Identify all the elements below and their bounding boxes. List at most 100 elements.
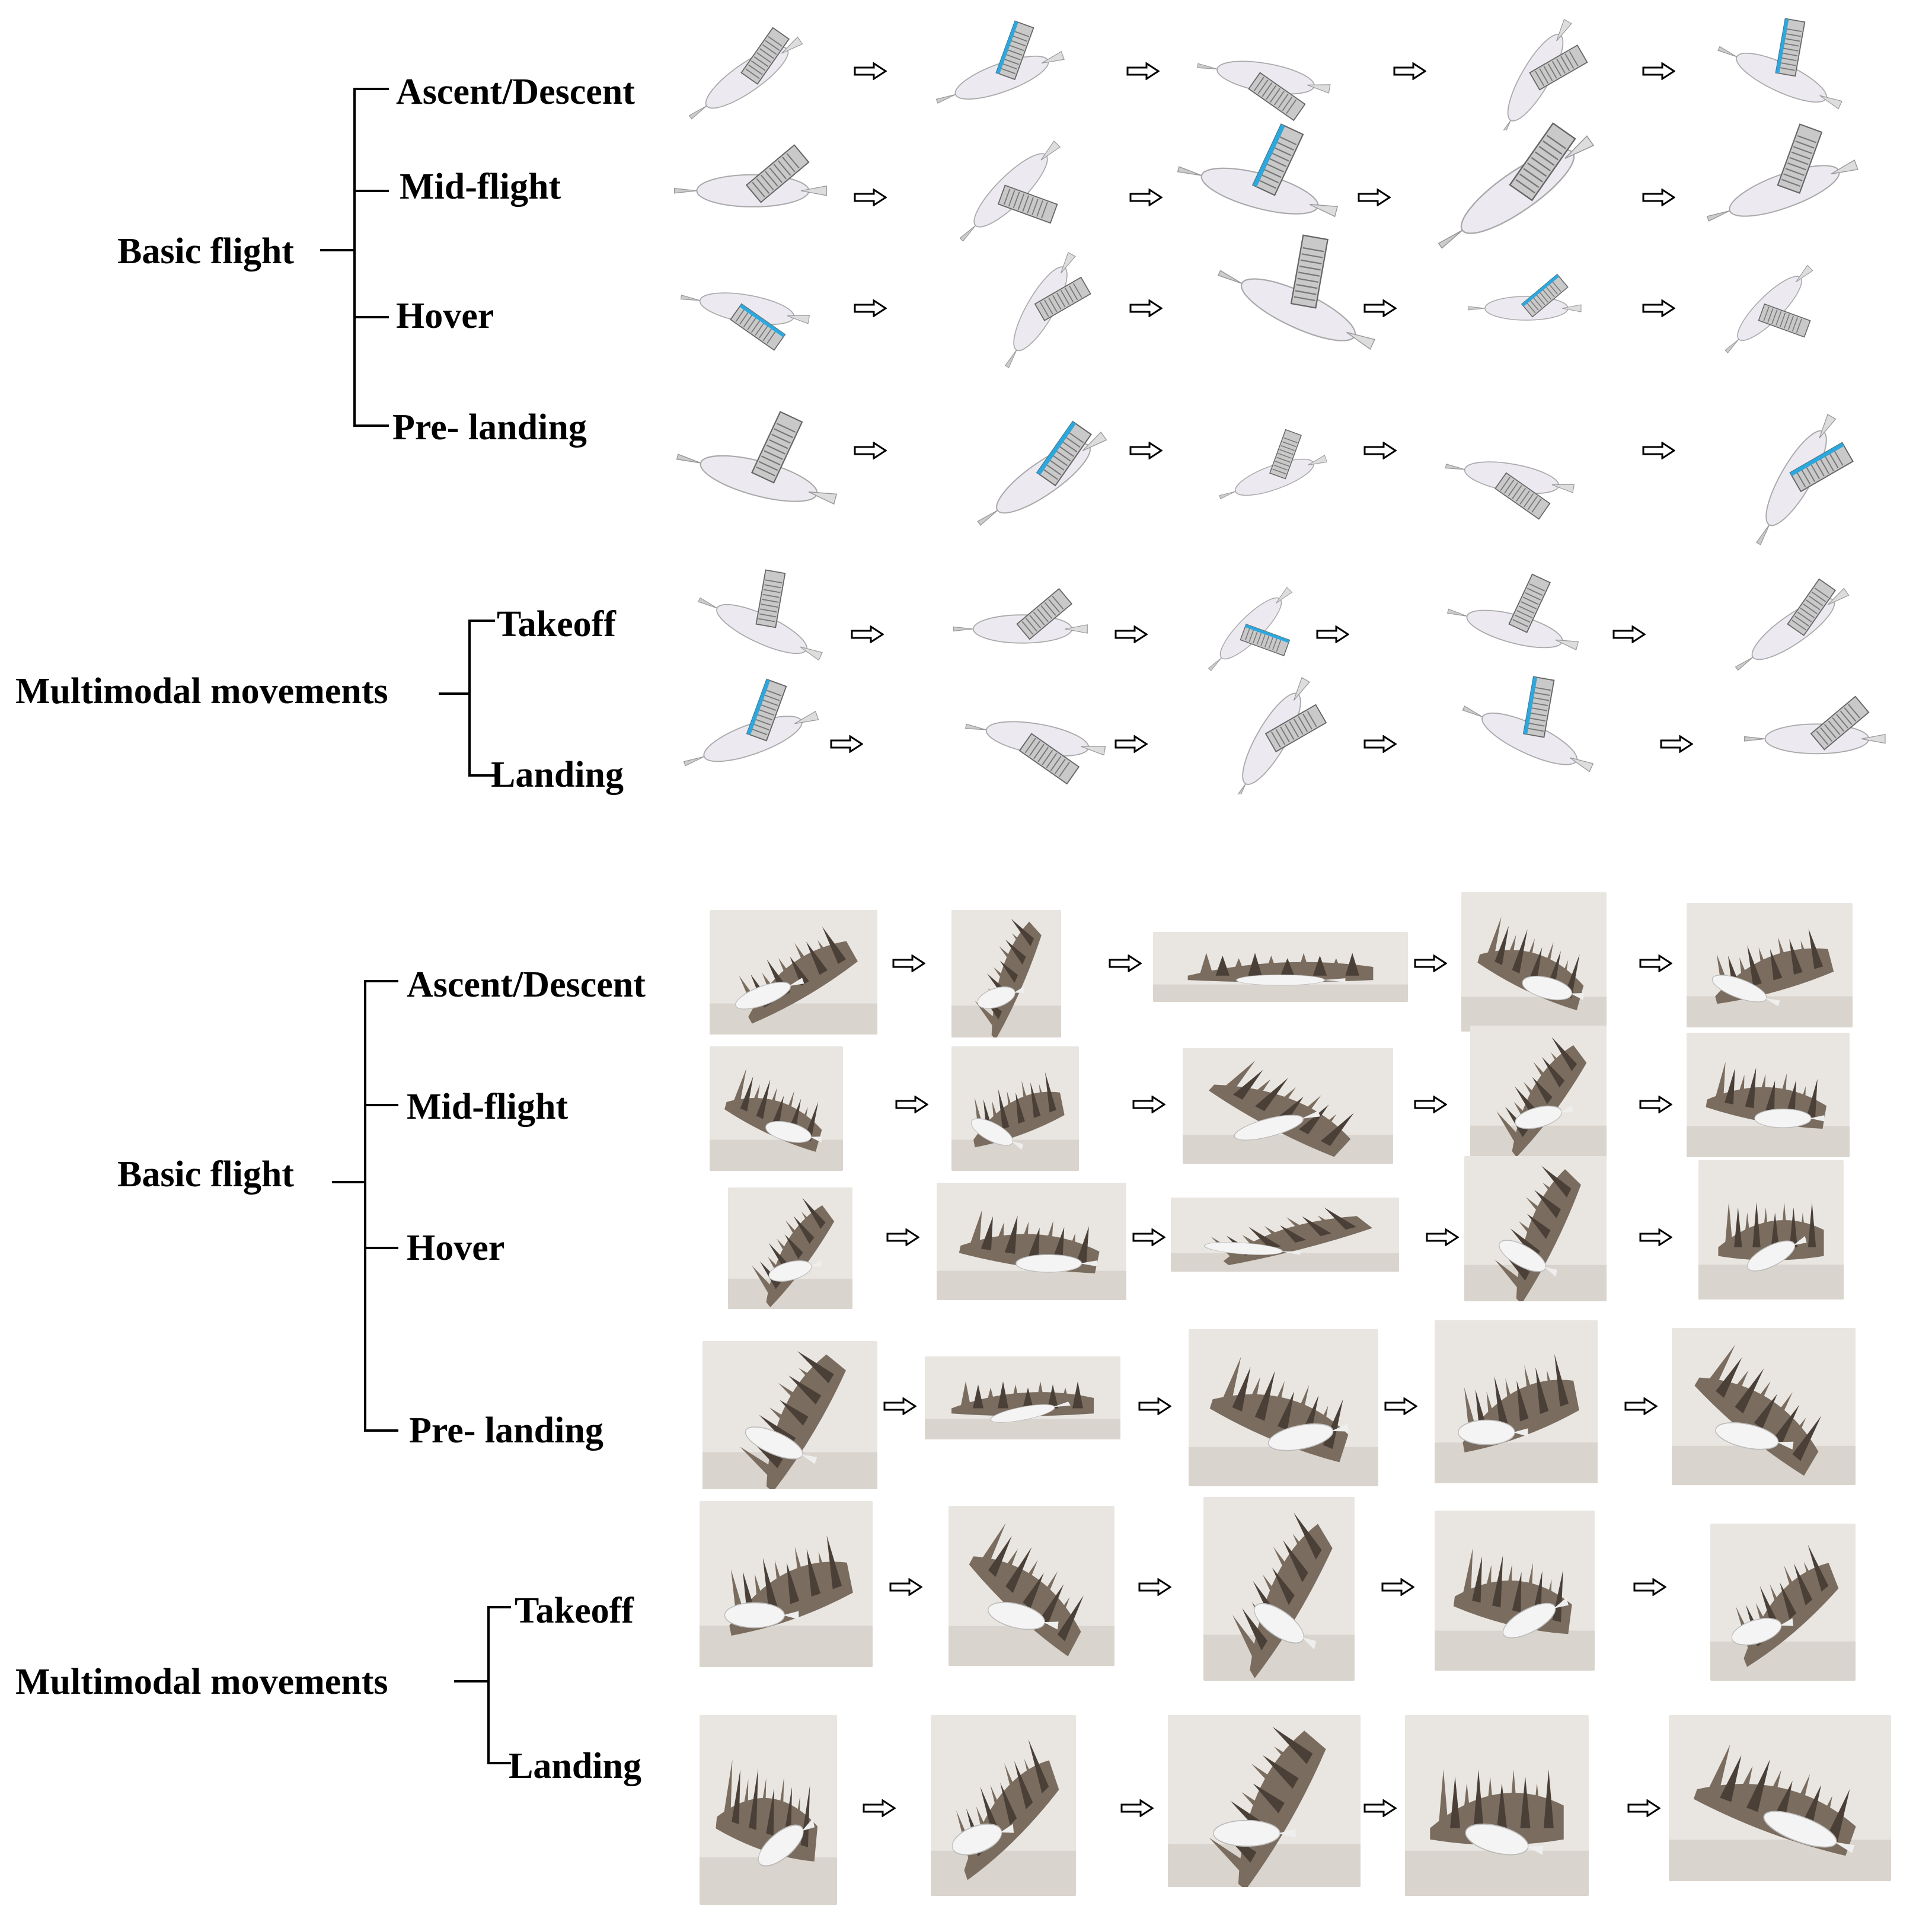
robot-photo-r3-f4 [1464,1156,1607,1301]
bottom-branch-hover [364,1247,398,1249]
bottom-group-basic-flight: Basic flight [117,1154,294,1195]
robot-photo-r5-f5 [1710,1524,1856,1681]
transition-arrow-icon [1384,1397,1417,1415]
robot-render-r1-f4 [1461,18,1610,130]
transition-arrow-icon [892,954,925,972]
robot-render-r1-f5 [1704,18,1858,130]
robot-render-r6-f5 [1713,676,1921,794]
transition-arrow-icon [1627,1799,1660,1817]
transition-arrow-icon [1612,625,1646,643]
bottom-basic-bracket [364,980,366,1431]
robot-render-r3-f4 [1467,231,1586,379]
robot-render-r2-f2 [940,110,1082,264]
robot-photo-r5-f4 [1435,1511,1595,1671]
robot-render-r3-f2 [972,231,1109,379]
transition-arrow-icon [1138,1578,1171,1596]
top-group-multimodal: Multimodal movements [15,671,388,711]
transition-arrow-icon [1126,62,1160,80]
transition-arrow-icon [1109,954,1142,972]
bottom-row-label-midflight: Mid-flight [407,1087,569,1127]
bottom-branch-prelanding [364,1429,398,1432]
top-multi-connector [439,692,468,695]
robot-photo-r1-f5 [1687,903,1853,1027]
transition-arrow-icon [895,1096,928,1113]
top-row-label-midflight: Mid-flight [400,167,561,207]
robot-render-r6-f1 [649,676,857,794]
top-branch-takeoff [468,620,495,622]
transition-arrow-icon [1414,954,1447,972]
robot-render-r3-f1 [679,231,815,379]
bottom-branch-landing [487,1762,511,1764]
transition-arrow-icon [1363,299,1397,317]
robot-photo-r1-f4 [1461,892,1607,1032]
transition-arrow-icon [1642,62,1675,80]
robot-photo-r3-f3 [1171,1198,1399,1272]
top-branch-mid [353,190,389,192]
transition-arrow-icon [854,189,887,206]
bottom-multi-bracket [487,1606,490,1763]
bottom-group-multimodal: Multimodal movements [15,1662,388,1702]
robot-photo-r2-f2 [951,1046,1079,1171]
robot-photo-r3-f2 [937,1183,1126,1300]
robot-render-r6-f3 [1186,676,1358,794]
robot-photo-r5-f2 [949,1506,1115,1666]
transition-arrow-icon [1642,299,1675,317]
robot-render-r3-f3 [1209,231,1387,379]
robot-photo-r6-f5 [1669,1715,1891,1881]
robot-render-r2-f1 [673,110,833,264]
bottom-branch-mid [364,1104,398,1106]
robot-render-r2-f3 [1174,110,1346,264]
robot-render-r5-f1 [661,569,863,682]
robot-render-r5-f2 [922,569,1123,682]
robot-photo-r1-f1 [710,910,877,1035]
bottom-row-label-prelanding: Pre- landing [409,1410,603,1451]
top-branch-ascent [353,88,389,90]
top-multi-bracket [468,620,471,775]
bottom-basic-connector [332,1181,365,1183]
robot-photo-r4-f5 [1672,1328,1856,1485]
transition-arrow-icon [1129,299,1163,317]
transition-arrow-icon [1132,1228,1165,1246]
robot-photo-r2-f5 [1687,1033,1850,1157]
robot-photo-r1-f2 [951,910,1061,1037]
robot-render-r4-f2 [963,391,1123,557]
robot-photo-r4-f2 [925,1356,1120,1439]
top-branch-landing [468,774,495,777]
robot-render-r2-f5 [1701,110,1867,264]
transition-arrow-icon [1660,735,1693,753]
robot-photo-r3-f1 [728,1187,852,1309]
bottom-branch-ascent [364,980,398,982]
transition-arrow-icon [1633,1578,1666,1596]
transition-arrow-icon [854,442,887,459]
bottom-row-label-landing: Landing [509,1746,642,1786]
transition-arrow-icon [1363,442,1397,459]
transition-arrow-icon [1115,625,1148,643]
robot-render-r6-f2 [943,676,1132,794]
top-row-label-ascent: Ascent/Descent [396,72,635,112]
robot-render-r1-f1 [673,18,821,130]
robot-photo-r4-f1 [702,1341,877,1489]
robot-render-r4-f1 [673,391,845,557]
top-group-basic-flight: Basic flight [117,231,294,272]
transition-arrow-icon [883,1397,916,1415]
robot-render-r5-f4 [1426,569,1604,682]
transition-arrow-icon [1363,1799,1397,1817]
transition-arrow-icon [1129,442,1163,459]
transition-arrow-icon [1358,189,1391,206]
transition-arrow-icon [1642,442,1675,459]
robot-photo-r6-f1 [700,1715,837,1905]
transition-arrow-icon [1132,1096,1165,1113]
robot-render-r1-f2 [928,18,1076,130]
robot-render-r6-f4 [1417,676,1642,794]
transition-arrow-icon [1120,1799,1154,1817]
transition-arrow-icon [1393,62,1426,80]
bottom-row-label-takeoff: Takeoff [515,1591,634,1631]
transition-arrow-icon [1138,1397,1171,1415]
robot-photo-r6-f3 [1168,1715,1361,1887]
robot-photo-r2-f3 [1183,1048,1393,1164]
transition-arrow-icon [1115,735,1148,753]
robot-render-r2-f4 [1420,110,1615,264]
robot-render-r5-f5 [1678,569,1909,682]
transition-arrow-icon [863,1799,896,1817]
transition-arrow-icon [830,735,863,753]
